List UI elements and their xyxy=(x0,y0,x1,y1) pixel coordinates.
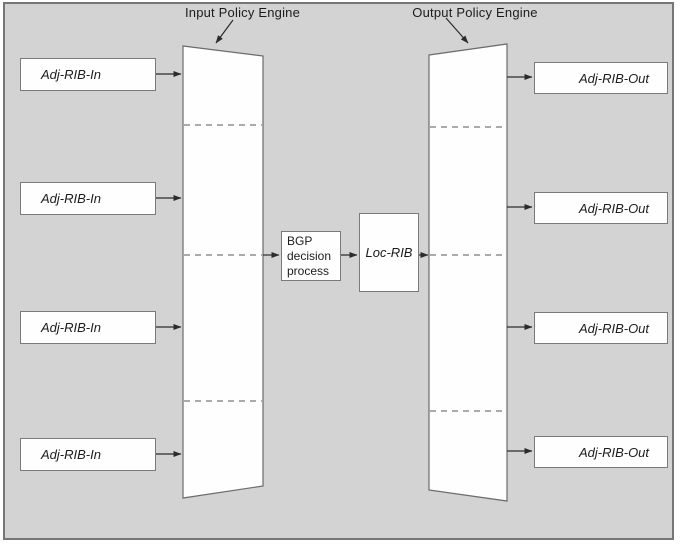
node-label: Adj-RIB-In xyxy=(41,320,101,335)
node-adj-rib-out-4: Adj-RIB-Out xyxy=(534,436,668,468)
node-adj-rib-in-4: Adj-RIB-In xyxy=(20,438,156,471)
node-loc-rib: Loc-RIB xyxy=(359,213,419,292)
node-label: Adj-RIB-Out xyxy=(578,200,650,216)
node-label: Loc-RIB xyxy=(365,245,413,260)
node-label: Adj-RIB-In xyxy=(41,67,101,82)
input-policy-trapezoid xyxy=(182,45,264,499)
node-label: Adj-RIB-Out xyxy=(578,444,650,460)
label-input-policy-engine: Input Policy Engine xyxy=(184,5,301,20)
node-adj-rib-out-1: Adj-RIB-Out xyxy=(534,62,668,94)
node-adj-rib-out-3: Adj-RIB-Out xyxy=(534,312,668,344)
label-output-policy-engine: Output Policy Engine xyxy=(412,5,538,20)
node-label: Adj-RIB-In xyxy=(41,191,101,206)
node-label: Adj-RIB-Out xyxy=(578,320,650,336)
output-policy-trapezoid xyxy=(428,43,508,502)
node-adj-rib-out-2: Adj-RIB-Out xyxy=(534,192,668,224)
node-label: Adj-RIB-Out xyxy=(578,70,650,86)
node-adj-rib-in-2: Adj-RIB-In xyxy=(20,182,156,215)
node-adj-rib-in-3: Adj-RIB-In xyxy=(20,311,156,344)
output-label-pointer-arrow xyxy=(445,17,469,44)
node-adj-rib-in-1: Adj-RIB-In xyxy=(20,58,156,91)
node-bgp-decision-process: BGP decision process xyxy=(281,231,341,281)
node-label: Adj-RIB-In xyxy=(41,447,101,462)
input-label-pointer-arrow xyxy=(215,19,234,44)
